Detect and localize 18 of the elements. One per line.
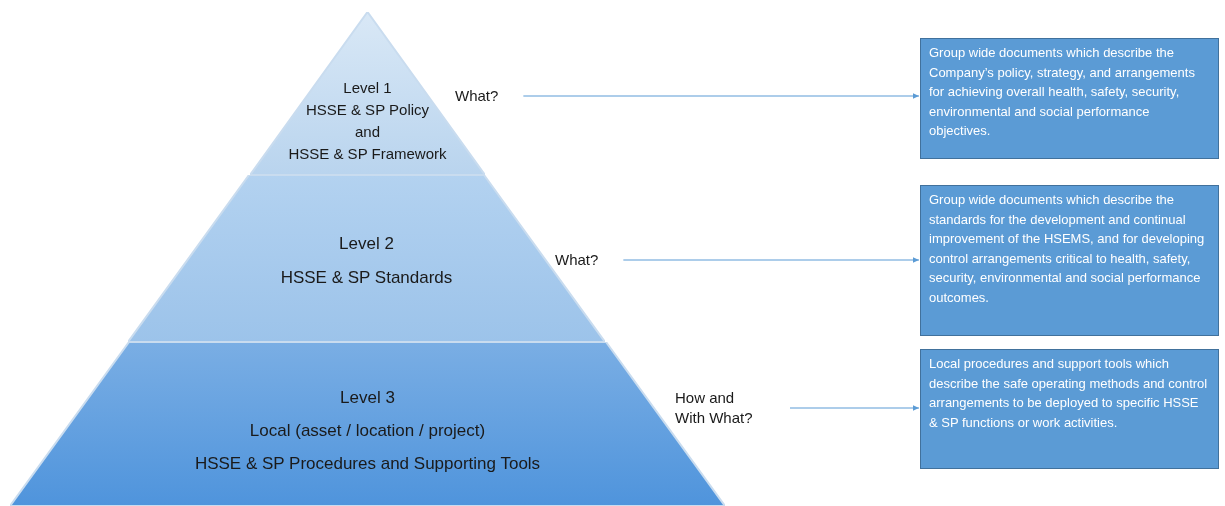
question-label: How and With What? (675, 388, 754, 428)
arrow (789, 405, 920, 411)
description-box: Group wide documents which describe the standards for the development and continual improvement of the HSEMS, and for developing control arrangements critical to health, safety, security, environmental and social performance outcomes. (920, 185, 1219, 336)
description-box: Group wide documents which describe the Company’s policy, strategy, and arrangements for achieving overall health, safety, security, environmental and social performance objectives. (920, 38, 1219, 159)
level-heading: Level 1 (343, 78, 392, 98)
arrow (622, 257, 920, 263)
level-label: HSSE & SP Policy (305, 100, 430, 120)
level-label: HSSE & SP Standards (280, 267, 453, 289)
level-label: and (355, 122, 380, 142)
question-label: What? (455, 86, 499, 106)
level-label: HSSE & SP Procedures and Supporting Tools (194, 453, 541, 475)
level-heading: Level 3 (340, 387, 395, 409)
description-box: Local procedures and support tools which describe the safe operating methods and control arrangements to be deployed to specific HSSE & SP functions or work activities. (920, 349, 1219, 469)
level-heading: Level 2 (339, 233, 394, 255)
arrow (522, 93, 920, 99)
level-label: Local (asset / location / project) (249, 420, 486, 442)
level-label: HSSE & SP Framework (288, 144, 447, 164)
question-label: What? (555, 250, 599, 270)
